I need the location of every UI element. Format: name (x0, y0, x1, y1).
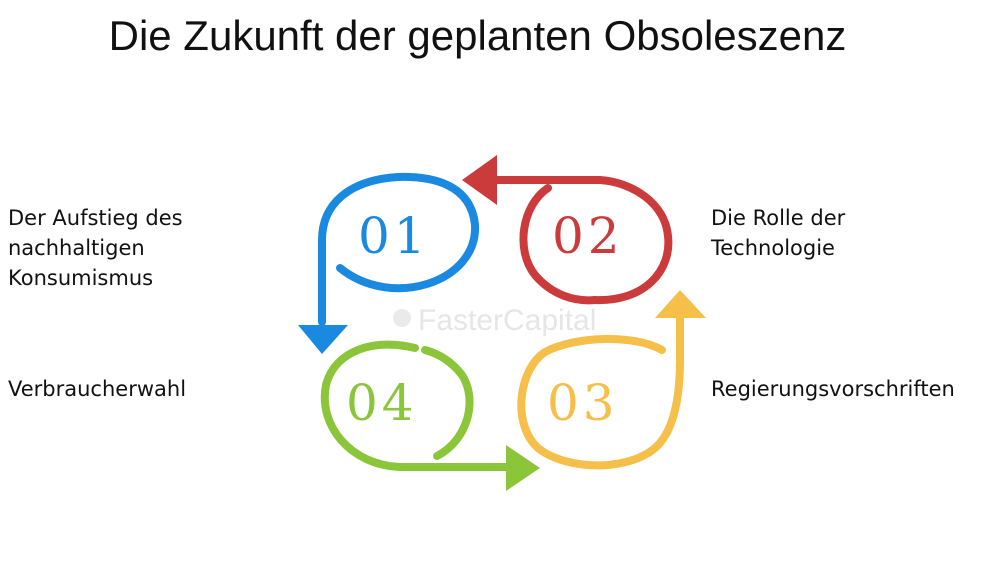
step-01-label: Der Aufstieg des nachhaltigen Konsumismu… (8, 203, 248, 293)
step-02-label-line-1: Die Rolle der (711, 206, 846, 230)
watermark-logo-icon (393, 309, 411, 327)
step-04-arrowhead-icon (506, 445, 540, 491)
step-02-label: Die Rolle der Technologie (711, 203, 971, 263)
step-02-number: 02 (552, 207, 624, 265)
step-02-arrowhead-icon (462, 155, 497, 205)
step-03-number: 03 (547, 374, 619, 432)
step-01-number: 01 (358, 207, 430, 265)
step-02-loop: 02 (462, 155, 673, 305)
page-title: Die Zukunft der geplanten Obsoleszenz (108, 12, 847, 59)
step-02-label-line-2: Technologie (711, 236, 835, 260)
step-02-inner-arc (519, 184, 599, 305)
step-01-label-line-3: Konsumismus (8, 266, 154, 290)
step-03-arrowhead-icon (655, 290, 706, 318)
step-03-arc (517, 314, 684, 470)
step-04-arc (320, 340, 512, 471)
step-04-loop: 04 (320, 340, 540, 491)
watermark-text: FasterCapital (418, 304, 596, 337)
step-04-inner-arc (421, 346, 474, 460)
step-01-loop: 01 (298, 172, 480, 354)
step-03-label: Regierungsvorschriften (711, 374, 996, 404)
step-01-arrowhead-icon (298, 325, 348, 354)
step-01-label-line-2: nachhaltigen (8, 236, 145, 260)
step-01-arc (318, 172, 480, 326)
step-03-label-line-1: Regierungsvorschriften (711, 377, 955, 401)
step-01-label-line-1: Der Aufstieg des (8, 206, 183, 230)
step-04-label-line-1: Verbraucherwahl (8, 377, 187, 401)
watermark: FasterCapital (393, 304, 596, 337)
step-02-arc (490, 176, 673, 305)
step-04-number: 04 (346, 374, 418, 432)
step-03-loop: 03 (517, 290, 706, 470)
step-04-label: Verbraucherwahl (8, 374, 268, 404)
